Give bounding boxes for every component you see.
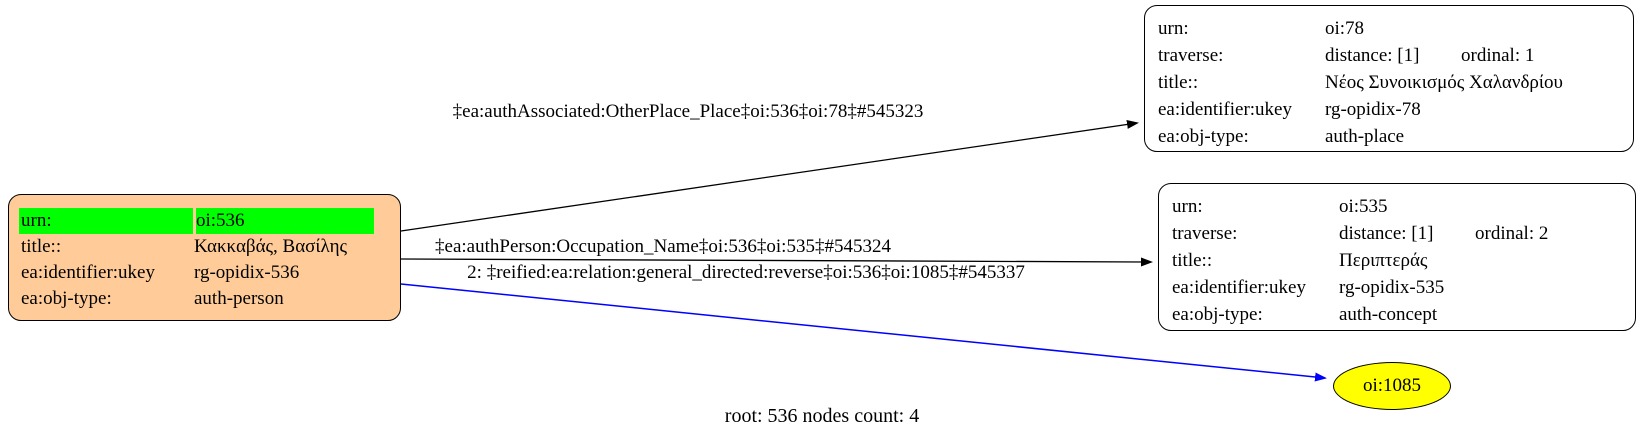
field-label: title:: (1158, 72, 1199, 93)
field-label: traverse: (1158, 45, 1224, 66)
field-label: ea:identifier:ukey (1172, 277, 1306, 298)
field-row-title: title:: Περιπτεράς (1159, 247, 1635, 274)
field-value: Περιπτεράς (1339, 250, 1428, 271)
field-value: oi:536 (196, 208, 374, 234)
node-oi-78[interactable]: urn: oi:78 traverse: distance: [1] ordin… (1144, 5, 1634, 152)
node-oi-536[interactable]: urn: oi:536 title:: Κακκαβάς, Βασίλης ea… (8, 194, 401, 321)
field-value: oi:78 (1325, 18, 1365, 39)
field-value: Νέος Συνοικισμός Χαλανδρίου (1325, 72, 1563, 93)
edge-label-authperson-occupation: ‡ea:authPerson:Occupation_Name‡oi:536‡oi… (435, 236, 891, 257)
field-row-objtype: ea:obj-type: auth-person (9, 286, 400, 312)
field-row-title: title:: Νέος Συνοικισμός Χαλανδρίου (1145, 69, 1633, 96)
field-row-identifier: ea:identifier:ukey rg-opidix-536 (9, 260, 400, 286)
field-row-urn: urn: oi:78 (1145, 15, 1633, 42)
graph-caption: root: 536 nodes count: 4 (724, 405, 920, 427)
field-label: ea:obj-type: (1158, 126, 1249, 147)
field-row-urn: urn: oi:536 (9, 208, 400, 234)
field-row-traverse: traverse: distance: [1] ordinal: 1 (1145, 42, 1633, 69)
field-row-urn: urn: oi:535 (1159, 193, 1635, 220)
field-label: ea:identifier:ukey (21, 262, 155, 283)
field-value-ordinal: ordinal: 1 (1461, 45, 1535, 66)
field-value: auth-concept (1339, 304, 1438, 325)
edge-label-authassociated-otherplace: ‡ea:authAssociated:OtherPlace_Place‡oi:5… (452, 101, 924, 122)
node-label: oi:1085 (1362, 375, 1422, 396)
field-label: ea:obj-type: (1172, 304, 1263, 325)
field-value: auth-person (194, 288, 284, 309)
field-label: title:: (21, 236, 62, 257)
field-label: title:: (1172, 250, 1213, 271)
field-value: Κακκαβάς, Βασίλης (194, 236, 348, 257)
field-label: urn: (1158, 18, 1189, 39)
field-row-traverse: traverse: distance: [1] ordinal: 2 (1159, 220, 1635, 247)
field-value: oi:535 (1339, 196, 1388, 217)
field-value: auth-place (1325, 126, 1405, 147)
field-value: rg-opidix-535 (1339, 277, 1445, 298)
node-oi-1085[interactable]: oi:1085 (1333, 362, 1451, 410)
edge-authassociated-otherplace (400, 119, 1139, 232)
field-row-objtype: ea:obj-type: auth-concept (1159, 301, 1635, 328)
field-label: urn: (1172, 196, 1203, 217)
node-oi-535[interactable]: urn: oi:535 traverse: distance: [1] ordi… (1158, 183, 1636, 331)
field-row-title: title:: Κακκαβάς, Βασίλης (9, 234, 400, 260)
field-label: ea:obj-type: (21, 288, 112, 309)
field-label: urn: (19, 208, 193, 234)
edge-label-reified-relation: 2: ‡reified:ea:relation:general_directed… (467, 262, 1025, 283)
field-value-distance: distance: [1] (1339, 223, 1434, 244)
field-value: rg-opidix-536 (194, 262, 300, 283)
field-value-ordinal: ordinal: 2 (1475, 223, 1549, 244)
field-value-distance: distance: [1] (1325, 45, 1420, 66)
field-label: traverse: (1172, 223, 1238, 244)
field-value: rg-opidix-78 (1325, 99, 1421, 120)
field-row-identifier: ea:identifier:ukey rg-opidix-535 (1159, 274, 1635, 301)
field-label: ea:identifier:ukey (1158, 99, 1292, 120)
field-row-objtype: ea:obj-type: auth-place (1145, 123, 1633, 150)
field-row-identifier: ea:identifier:ukey rg-opidix-78 (1145, 96, 1633, 123)
